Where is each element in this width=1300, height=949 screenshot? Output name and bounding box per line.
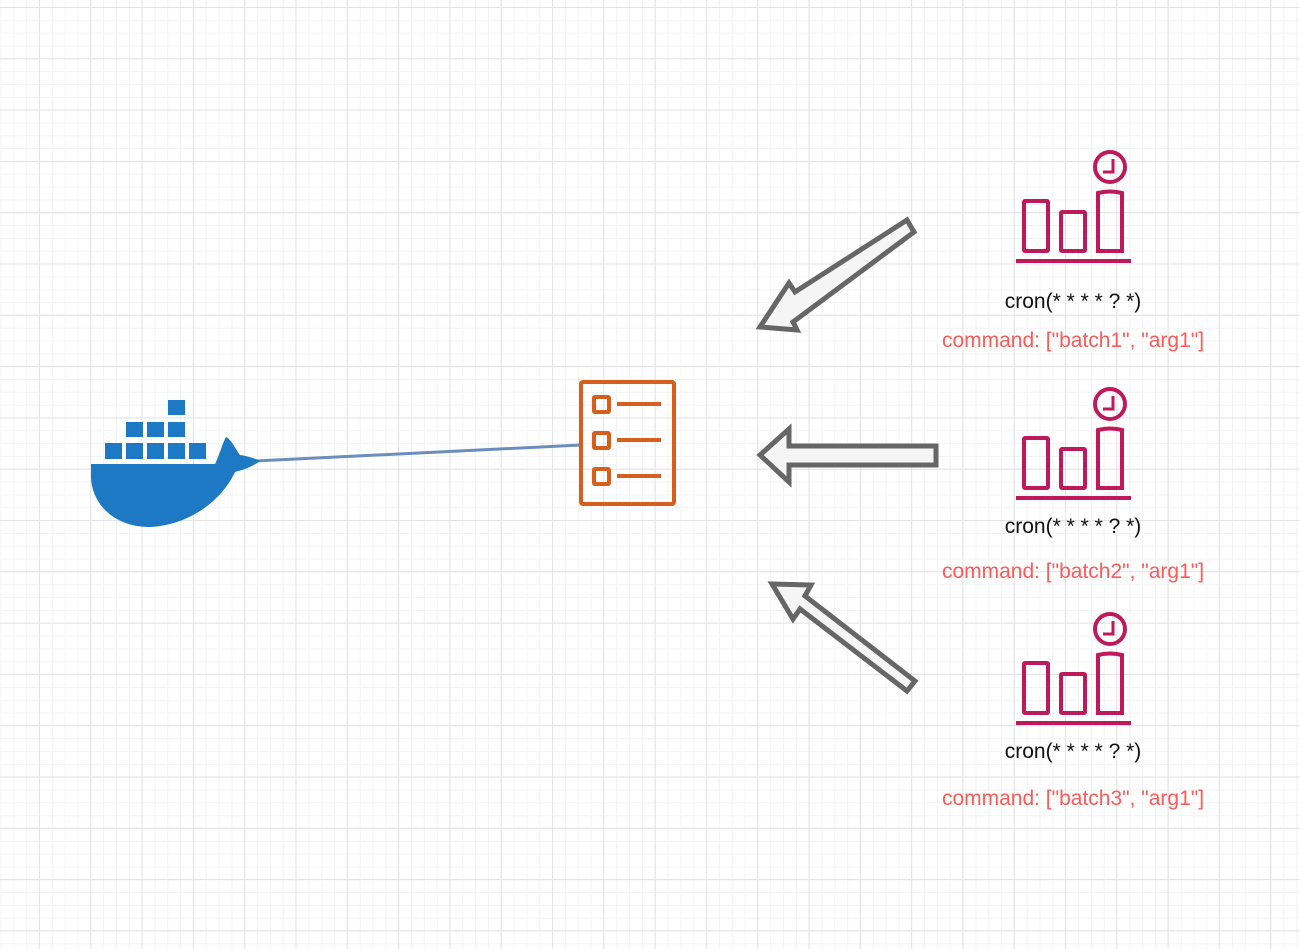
clock-hands: [1103, 396, 1115, 411]
bar-3: [1096, 426, 1124, 490]
bar-2: [1059, 672, 1087, 715]
bar-3: [1096, 189, 1124, 253]
arrow-schedule-1[interactable]: [755, 216, 918, 333]
bar-1: [1022, 436, 1050, 490]
bar-2: [1059, 210, 1087, 253]
clock-hands: [1103, 621, 1115, 636]
checklist-icon[interactable]: [579, 380, 676, 506]
scheduled-chart-icon[interactable]: [1016, 150, 1131, 263]
clock-icon: [1093, 612, 1127, 646]
bar-3: [1096, 651, 1124, 715]
arrow-schedule-3[interactable]: [767, 581, 919, 695]
bar-1: [1022, 199, 1050, 253]
docker-whale-icon[interactable]: [91, 400, 260, 527]
schedule-3-cron[interactable]: cron(* * * * ? *): [1004, 740, 1142, 763]
schedule-1-command[interactable]: command: ["batch1", "arg1"]: [941, 329, 1205, 352]
scheduled-chart-icon[interactable]: [1016, 612, 1131, 725]
schedule-3-command[interactable]: command: ["batch3", "arg1"]: [941, 787, 1205, 810]
connector-line[interactable]: [254, 443, 582, 463]
schedule-1-cron[interactable]: cron(* * * * ? *): [1004, 290, 1142, 313]
clock-hands: [1103, 159, 1115, 174]
clock-icon: [1093, 387, 1127, 421]
scheduled-chart-icon[interactable]: [1016, 387, 1131, 500]
arrow-schedule-2[interactable]: [756, 423, 939, 488]
bar-2: [1059, 447, 1087, 490]
clock-icon: [1093, 150, 1127, 184]
schedule-2-cron[interactable]: cron(* * * * ? *): [1004, 515, 1142, 538]
bar-1: [1022, 661, 1050, 715]
schedule-2-command[interactable]: command: ["batch2", "arg1"]: [941, 560, 1205, 583]
